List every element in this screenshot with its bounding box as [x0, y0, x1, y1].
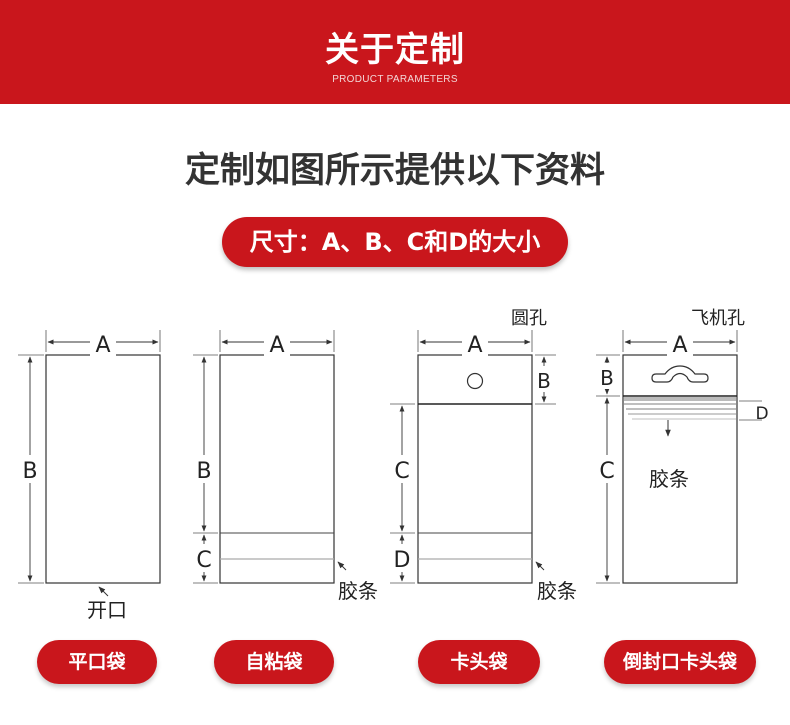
reverse-seal-bag-outline [622, 354, 738, 584]
bag-diagrams: A B 开口 A B C 胶条 圆孔 [18, 308, 769, 622]
airplane-hole-label: 飞机孔 [691, 308, 745, 329]
header-subtitle: PRODUCT PARAMETERS [332, 74, 458, 85]
size-pill: 尺寸：A、B、C和D的大小 [222, 217, 568, 267]
airplane-hole [651, 365, 709, 383]
self-seal-bag-button[interactable]: 自粘袋 [214, 640, 334, 684]
flat-bag-label-a: A [95, 333, 110, 358]
self-seal-label-a: A [269, 333, 284, 358]
section-heading: 定制如图所示提供以下资料 [184, 151, 605, 191]
reverse-seal-glue-label: 胶条 [649, 467, 689, 491]
header-bag-glue-label: 胶条 [537, 579, 577, 603]
reverse-seal-bag-button[interactable]: 倒封口卡头袋 [604, 640, 756, 684]
header-bag-label-a: A [467, 333, 482, 358]
self-seal-glue-label: 胶条 [338, 579, 378, 603]
opening-label: 开口 [87, 598, 127, 622]
self-seal-bag-outline [219, 354, 335, 584]
header-bag-button[interactable]: 卡头袋 [418, 640, 540, 684]
reverse-seal-label-a: A [672, 333, 687, 358]
flat-bag-diagram: A B 开口 [18, 330, 161, 622]
header-banner: 关于定制 PRODUCT PARAMETERS [0, 0, 790, 104]
round-hole [466, 372, 484, 390]
self-seal-label-b: B [196, 459, 211, 484]
reverse-seal-label-b: B [600, 366, 614, 390]
round-hole-label: 圆孔 [511, 308, 547, 329]
reverse-seal-bag-diagram: 飞机孔 A B C D 胶条 [596, 308, 769, 584]
flat-bag-button[interactable]: 平口袋 [37, 640, 157, 684]
flat-bag-outline [45, 354, 161, 584]
header-title: 关于定制 [325, 30, 465, 70]
header-bag-diagram: 圆孔 A B C D 胶条 [390, 308, 577, 603]
reverse-seal-label-c: C [599, 459, 614, 484]
header-bag-label-c: C [394, 459, 409, 484]
self-seal-bag-diagram: A B C 胶条 [193, 330, 378, 603]
reverse-seal-label-d: D [755, 404, 768, 424]
header-bag-label-b: B [537, 369, 551, 393]
flat-bag-label-b: B [22, 459, 37, 484]
header-bag-label-d: D [394, 548, 411, 573]
self-seal-label-c: C [196, 548, 211, 573]
header-bag-outline [417, 354, 533, 584]
